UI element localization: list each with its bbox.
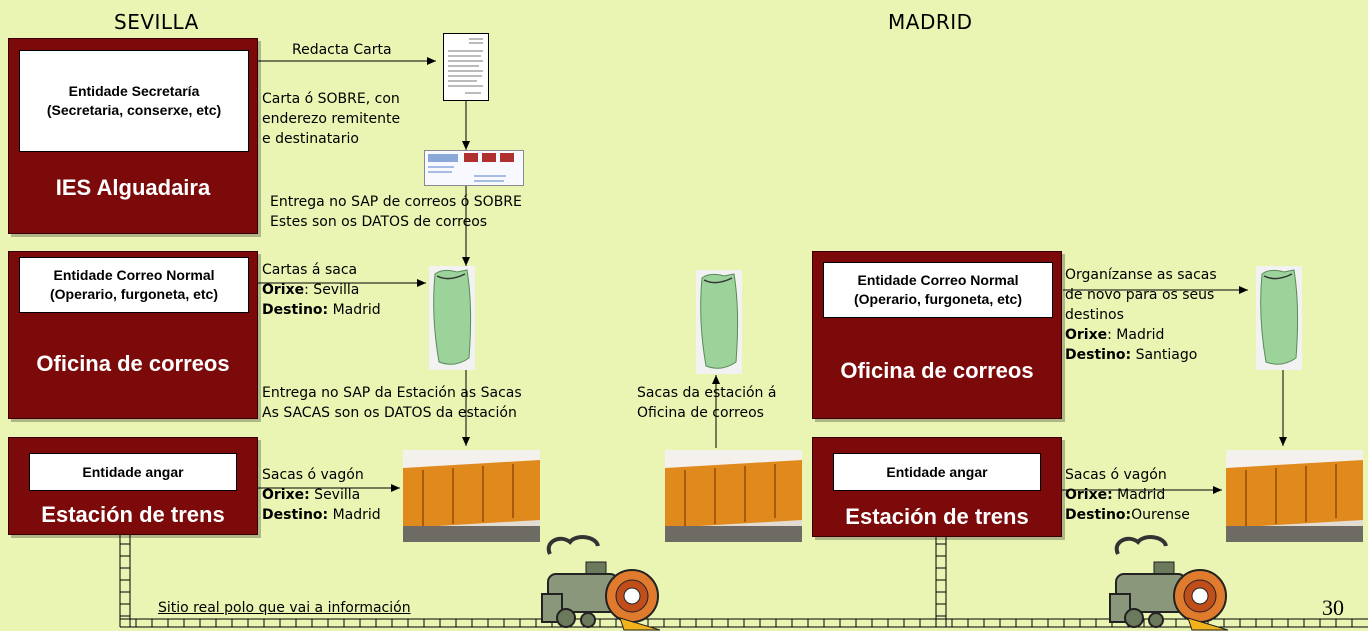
org-orixe-value: : Madrid [1107,326,1165,343]
vagon-orixe-label-left: Orixe: [262,486,310,503]
city-left: SEVILLA [114,10,199,34]
envelope-icon [424,150,524,186]
post-office-block-left: Entidade Correo Normal (Operario, furgon… [8,251,258,419]
locomotive-left [541,535,661,631]
cartas-destino-label: Destino: [262,301,329,318]
station-block-right: Entidade angar Estación de trens [812,437,1062,537]
letter-icon [443,33,489,101]
vagon-destino-value-left: Madrid [328,506,381,523]
school-entity: Entidade Secretaría (Secretaria, conserx… [19,50,249,152]
cartas-saca-note: Cartas á saca Orixe: Sevilla Destino: Ma… [262,261,381,321]
vagon-note-right: Sacas ó vagón Orixe: Madrid Destino:Oure… [1065,466,1190,526]
station-entity-left: Entidade angar [29,453,237,491]
cartas-destino-value: Madrid [328,301,381,318]
post-office-block-right: Entidade Correo Normal (Operario, furgon… [812,251,1062,419]
sacas-estacion-note: Sacas da estación á Oficina de correos [637,385,777,421]
city-right: MADRID [888,10,973,34]
vagon-orixe-label-right: Orixe: [1065,486,1113,503]
entrega-sacas-note: Entrega no SAP da Estación as Sacas As S… [262,385,522,421]
station-name-left: Estación de trens [41,502,225,527]
post-office-entity-left: Entidade Correo Normal (Operario, furgon… [19,257,249,313]
vagon-orixe-value-right: Madrid [1112,486,1166,503]
organizanse-note: Organízanse as sacas de novo para os seu… [1065,266,1217,365]
station-entity-right: Entidade angar [833,453,1041,491]
post-office-name-right: Oficina de correos [840,358,1034,383]
carta-note: Carta ó SOBRE, con enderezo remitente e … [262,91,401,147]
page-number: 30 [1322,595,1344,620]
train-photo-left [403,450,540,542]
post-office-name-left: Oficina de correos [36,351,230,376]
vagon-note-left: Sacas ó vagón Orixe: Sevilla Destino: Ma… [262,466,381,526]
mailbag-icon-right [1256,266,1302,370]
post-office-entity-right: Entidade Correo Normal (Operario, furgon… [823,262,1053,318]
track-label: Sitio real polo que vai a información [158,600,411,616]
mailbag-icon-left [429,266,475,370]
cartas-orixe-value: : Sevilla [304,281,360,298]
vagon-title-right: Sacas ó vagón [1065,467,1167,483]
vagon-destino-label-left: Destino: [262,506,329,523]
school-name: IES Alguadaira [55,175,211,200]
mailbag-icon-middle [696,270,742,374]
redacta-label: Redacta Carta [292,42,392,58]
org-destino-value: Santiago [1131,346,1198,363]
station-block-left: Entidade angar Estación de trens [8,437,258,535]
cartas-saca-title: Cartas á saca [262,262,358,278]
train-photo-middle [665,450,802,542]
organizanse-text: Organízanse as sacas de novo para os seu… [1065,267,1217,323]
vagon-orixe-value-left: Sevilla [309,486,361,503]
school-block: Entidade Secretaría (Secretaria, conserx… [8,38,258,234]
cartas-orixe-label: Orixe [262,281,305,298]
vagon-destino-label-right: Destino: [1065,506,1132,523]
locomotive-right [1109,535,1229,631]
train-photo-right [1226,450,1363,542]
org-orixe-label: Orixe [1065,326,1108,343]
station-name-right: Estación de trens [845,504,1029,529]
org-destino-label: Destino: [1065,346,1132,363]
entrega-sobre-note: Entrega no SAP de correos ó SOBRE Estes … [270,194,522,230]
vagon-title-left: Sacas ó vagón [262,467,364,483]
vagon-destino-value-right: Ourense [1131,506,1190,523]
